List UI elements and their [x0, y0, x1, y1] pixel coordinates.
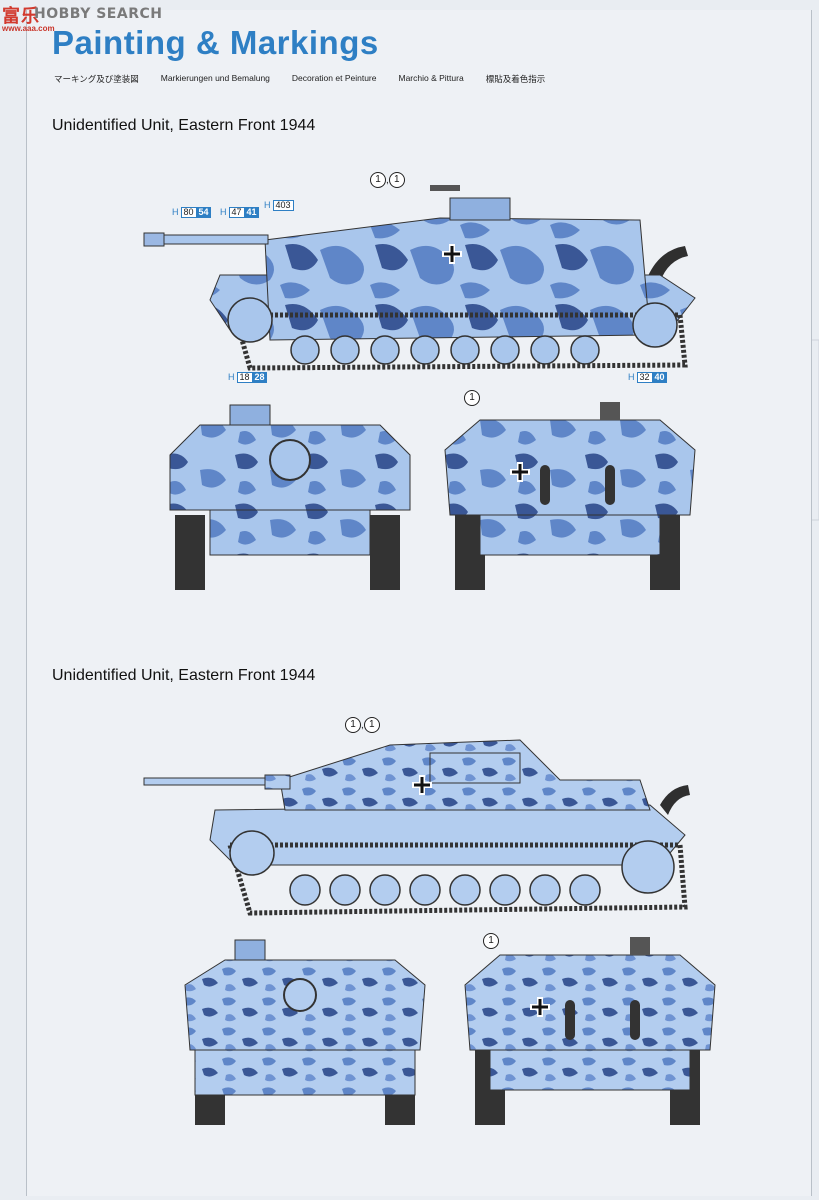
- subtitle-japanese: マーキング及び塗装図: [54, 74, 139, 84]
- tag-value-b: 54: [196, 207, 211, 218]
- tag-value-a: 18: [236, 372, 253, 383]
- subtitle-german: Markierungen und Bemalung: [160, 73, 270, 83]
- subtitle-row: マーキング及び塗装図 Markierungen und Bemalung Dec…: [54, 73, 567, 85]
- scheme-1-side-callouts: 1 , 1: [370, 172, 405, 188]
- scheme-2-rear-callout: 1: [483, 933, 499, 949]
- color-tag-tracks: H 18 28: [226, 372, 267, 383]
- scheme-2-caption: Unidentified Unit, Eastern Front 1944: [52, 667, 316, 684]
- watermark-logo: 富乐: [2, 6, 40, 27]
- color-tag-exhaust: H 32 40: [626, 372, 667, 383]
- tag-value-a: 32: [636, 372, 653, 383]
- decal-callout: 1: [370, 172, 386, 188]
- subtitle-chinese: 標貼及着色指示: [485, 74, 546, 84]
- watermark-brand: HOBBY SEARCH: [34, 6, 163, 22]
- color-tag-gun: H 80 54: [170, 207, 211, 218]
- tag-value-a: 80: [180, 207, 197, 218]
- scheme-2-front-view: [184, 939, 426, 1125]
- scheme-2-rear-view: [464, 937, 716, 1125]
- subtitle-italian: Marchio & Pittura: [398, 73, 464, 83]
- scheme-1-front-view: [169, 404, 411, 590]
- scheme-1-caption: Unidentified Unit, Eastern Front 1944: [52, 117, 316, 134]
- color-tag-mantlet: H 47 41: [218, 207, 259, 218]
- decal-callout: 1: [388, 172, 405, 188]
- decal-callout: 1: [363, 717, 380, 733]
- tag-value-b: 28: [252, 372, 267, 383]
- tag-code: H: [220, 207, 227, 217]
- tag-value-b: 41: [244, 207, 259, 218]
- tag-value-b: 40: [652, 372, 667, 383]
- scheme-2-side-callouts: 1 , 1: [345, 717, 380, 733]
- tag-value-a: 403: [272, 200, 294, 211]
- decal-callout: 1: [345, 717, 361, 733]
- scheme-1-rear-callout: 1: [464, 390, 480, 406]
- tag-code: H: [172, 207, 179, 217]
- scheme-2-side-view: [143, 739, 690, 916]
- scheme-1-rear-view: [444, 402, 696, 590]
- page-title: Painting & Markings: [52, 24, 379, 61]
- watermark-site: www.aaa.com: [2, 24, 55, 33]
- subtitle-french: Decoration et Peinture: [291, 73, 377, 83]
- tag-code: H: [628, 372, 635, 382]
- tag-code: H: [264, 200, 271, 210]
- scheme-1-side-view: [143, 185, 696, 371]
- color-tag-base: H 403: [262, 200, 294, 211]
- balkenkreuz-insignia: [442, 244, 462, 264]
- tag-code: H: [228, 372, 235, 382]
- watermark: 富乐 HOBBY SEARCH www.aaa.com: [0, 0, 190, 36]
- tag-value-a: 47: [228, 207, 245, 218]
